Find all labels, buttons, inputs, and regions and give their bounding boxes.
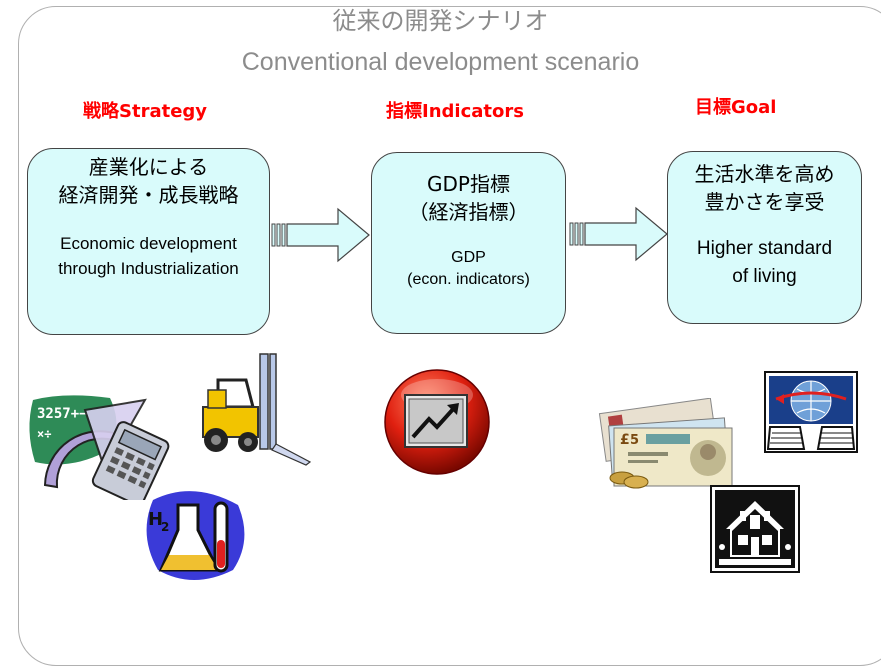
strategy-box: 産業化による 経済開発・成長戦略 Economic development th… bbox=[27, 148, 270, 335]
calculator-icon: 3257+− ×÷ bbox=[29, 395, 170, 500]
svg-text:£: £ bbox=[620, 432, 630, 448]
forklift-icon bbox=[202, 353, 312, 466]
goal-en-line1: Higher standard bbox=[696, 238, 833, 259]
header-indicators: 指標Indicators bbox=[386, 101, 524, 122]
chalkboard-text: 3257+− bbox=[37, 406, 88, 422]
page-title-japanese: 従来の開発シナリオ bbox=[332, 7, 549, 35]
goal-en-line2: of living bbox=[732, 266, 797, 287]
chemistry-flask-icon: H 2 bbox=[146, 491, 245, 580]
header-goal: 目標Goal bbox=[695, 97, 777, 118]
goal-box: 生活水準を高め 豊かさを享受 Higher standard of living bbox=[667, 151, 862, 324]
svg-text:H: H bbox=[148, 509, 163, 530]
indicators-jp-line1: GDP指標 bbox=[427, 172, 510, 196]
strategy-jp-line1: 産業化による bbox=[88, 155, 209, 179]
indicators-jp-line2: （経済指標） bbox=[408, 200, 529, 224]
arrow-right-icon bbox=[271, 207, 370, 263]
banknote-value: 5 bbox=[630, 433, 639, 448]
indicators-en-line2: (econ. indicators) bbox=[407, 271, 530, 288]
goal-jp-line1: 生活水準を高め bbox=[694, 162, 835, 186]
house-icon bbox=[710, 485, 800, 573]
strategy-en-line1: Economic development bbox=[60, 234, 237, 253]
header-strategy: 戦略Strategy bbox=[83, 101, 208, 122]
page-title-english: Conventional development scenario bbox=[241, 48, 640, 76]
banknotes-coins-icon: £ 5 bbox=[598, 398, 733, 489]
chalkboard-text-2: ×÷ bbox=[37, 427, 51, 441]
svg-text:2: 2 bbox=[161, 520, 169, 534]
indicators-box: GDP指標 （経済指標） GDP (econ. indicators) bbox=[371, 152, 566, 334]
growth-chart-icon bbox=[384, 369, 490, 475]
strategy-jp-line2: 経済開発・成長戦略 bbox=[58, 183, 239, 207]
goal-jp-line2: 豊かさを享受 bbox=[704, 190, 825, 214]
arrow-right-icon bbox=[569, 206, 668, 262]
indicators-en-line1: GDP bbox=[451, 249, 486, 266]
strategy-en-line2: through Industrialization bbox=[58, 259, 239, 278]
network-computers-icon bbox=[764, 371, 858, 453]
